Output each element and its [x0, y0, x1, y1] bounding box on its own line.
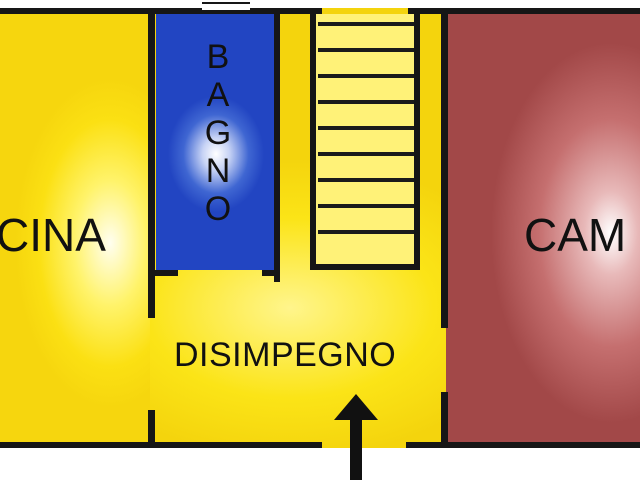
- wall-camera-lower: [441, 392, 448, 448]
- staircase: [312, 14, 418, 270]
- window-bagno: [202, 2, 250, 12]
- label-bagno-letter: G: [204, 114, 232, 152]
- room-bagno: [156, 14, 274, 270]
- label-disimpegno: DISIMPEGNO: [174, 336, 397, 374]
- stair-tread: [318, 152, 414, 156]
- stair-tread: [318, 74, 414, 78]
- wall-bottom-left: [0, 442, 322, 448]
- wall-stair-right: [414, 8, 420, 270]
- wall-stair-left: [310, 8, 316, 270]
- stair-tread: [318, 230, 414, 234]
- label-bagno-letter: O: [204, 190, 232, 228]
- wall-stair-bottom: [310, 264, 420, 270]
- entrance-arrow-icon: [334, 394, 378, 480]
- wall-bagno-bottom-left: [148, 270, 178, 276]
- label-bagno-letter: B: [206, 38, 230, 76]
- stair-tread: [318, 22, 414, 26]
- wall-bagno-bottom-right: [262, 270, 280, 276]
- label-bagno-letter: N: [205, 152, 231, 190]
- wall-cucina-lower: [148, 410, 155, 448]
- label-cucina: CINA: [0, 209, 106, 261]
- label-bagno-letter: A: [206, 76, 230, 114]
- stair-tread: [318, 178, 414, 182]
- stair-tread: [318, 100, 414, 104]
- label-bagno: B A G N O: [198, 38, 238, 228]
- wall-bagno-right: [274, 8, 280, 282]
- label-camera: CAM: [524, 209, 627, 261]
- wall-cucina-upper: [148, 8, 155, 318]
- wall-camera-upper: [441, 8, 448, 328]
- stair-tread: [318, 48, 414, 52]
- wall-top-left: [0, 8, 322, 14]
- wall-top-right: [408, 8, 640, 14]
- stair-tread: [318, 126, 414, 130]
- stair-tread: [318, 204, 414, 208]
- wall-bottom-right: [406, 442, 640, 448]
- room-cucina: [0, 8, 150, 448]
- room-camera: [446, 8, 640, 448]
